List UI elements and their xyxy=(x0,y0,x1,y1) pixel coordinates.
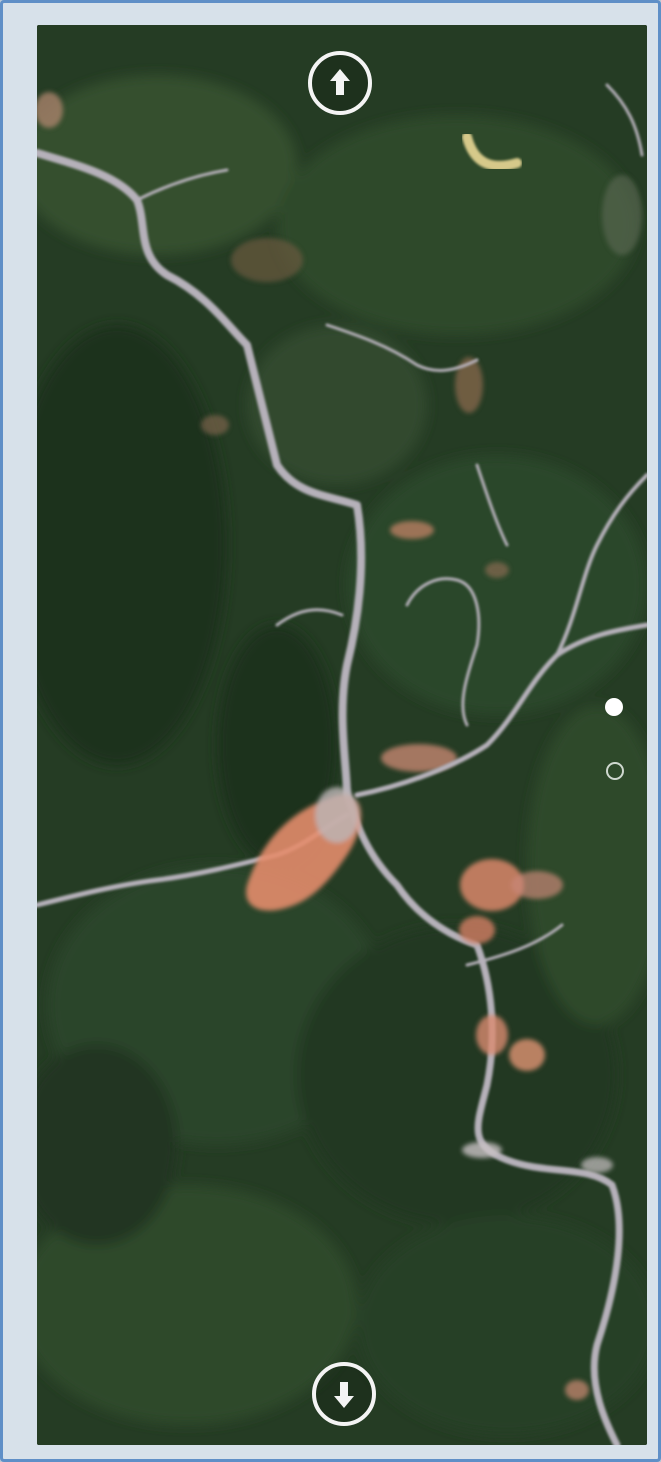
map-indicator-ring-dot[interactable] xyxy=(606,762,624,780)
clearings xyxy=(37,92,642,772)
arrow-up-icon xyxy=(330,69,350,95)
curved-field xyxy=(462,132,522,171)
map-indicator-active-dot[interactable] xyxy=(605,698,623,716)
satellite-map[interactable] xyxy=(37,25,647,1445)
scroll-up-button[interactable] xyxy=(308,51,372,115)
arrow-down-icon xyxy=(334,1382,354,1408)
settlements xyxy=(246,787,613,1400)
scroll-down-button[interactable] xyxy=(312,1362,376,1426)
map-imagery xyxy=(37,25,647,1445)
road-network xyxy=(37,83,647,1445)
terrain-texture xyxy=(37,75,647,1435)
